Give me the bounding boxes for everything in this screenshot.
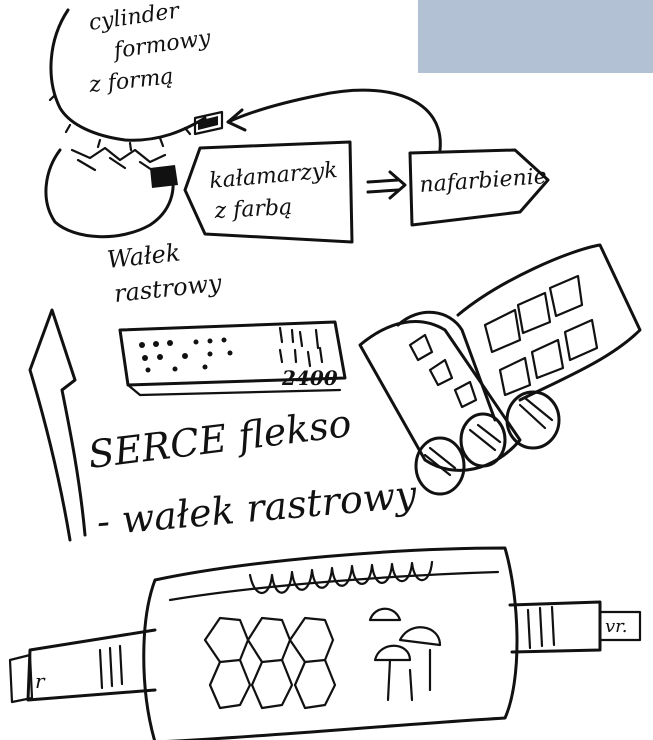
label-ink-chamber-1: kałamarzyk — [208, 158, 338, 194]
up-arrow-icon — [30, 310, 85, 540]
anilox-drawing — [46, 148, 178, 237]
label-anilox-2: rastrowy — [113, 269, 224, 308]
label-ink-chamber-2: z farbą — [213, 195, 293, 224]
flow-arrow — [228, 90, 440, 150]
roller-end-right-label: vr. — [605, 616, 628, 637]
title-line-1: SERCE flekso — [86, 401, 354, 477]
label-lpi: 2400 — [281, 366, 338, 390]
label-inking: nafarbienie — [419, 164, 548, 198]
roller-end-left-label: r — [35, 669, 46, 693]
label-plate-cylinder-3: z formą — [87, 64, 175, 98]
implies-arrow-icon — [368, 172, 405, 198]
corner-box — [418, 0, 653, 73]
title-line-2: - wałek rastrowy — [95, 472, 419, 544]
label-anilox-1: Wałek — [106, 238, 182, 274]
printed-sheet-drawing — [360, 245, 640, 494]
label-plate-cylinder-2: formowy — [110, 26, 212, 65]
anilox-roller-drawing — [10, 548, 640, 740]
